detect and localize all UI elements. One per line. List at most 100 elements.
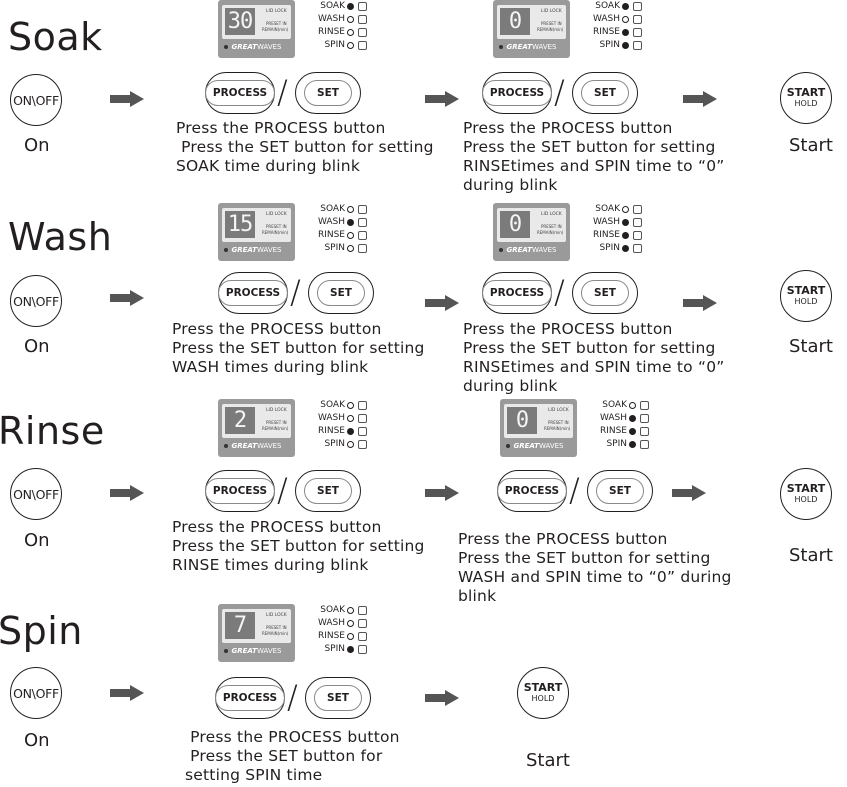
mode-name: RINSE	[592, 27, 620, 37]
hold-button-label: HOLD	[531, 694, 555, 703]
mode-icon	[633, 2, 642, 11]
mode-name: WASH	[317, 217, 345, 227]
right-arrow-icon-shape	[425, 485, 459, 501]
set-button[interactable]: SET	[572, 272, 638, 314]
remain-label: REMAIN(min)	[262, 230, 289, 235]
mode-name: SPIN	[324, 40, 345, 50]
mode-icon	[358, 2, 367, 11]
set-button-label: SET	[304, 478, 352, 504]
process-button[interactable]: PROCESS	[481, 272, 553, 314]
preset-label: PRESET IN	[266, 224, 287, 229]
mode-indicator-on	[622, 3, 629, 10]
start-button-label: START	[786, 284, 826, 297]
process-set-buttons: PROCESS/SET	[204, 72, 365, 114]
lcd-digits: 0	[500, 211, 530, 238]
hold-button-label: HOLD	[794, 297, 818, 306]
cycle-title: Spin	[0, 609, 83, 653]
start-label: Start	[789, 545, 833, 566]
process-button[interactable]: PROCESS	[217, 272, 289, 314]
process-set-buttons: PROCESS/SET	[204, 470, 365, 512]
right-arrow-icon	[425, 485, 459, 501]
mode-icon	[358, 15, 367, 24]
brand-light: WAVES	[256, 246, 282, 254]
mode-row: SOAK	[299, 604, 383, 617]
on-off-button[interactable]: ON\OFF	[10, 667, 62, 719]
mode-indicator-on	[622, 29, 629, 36]
instruction-line: Press the PROCESS button	[172, 320, 382, 338]
mode-indicator-on	[347, 428, 354, 435]
brand-light: WAVES	[531, 43, 557, 51]
instruction-line: Press the SET button for setting	[458, 549, 711, 567]
right-arrow-icon	[672, 485, 706, 501]
mode-icon	[358, 41, 367, 50]
mode-row: RINSE	[574, 229, 658, 242]
start-label: Start	[789, 336, 833, 357]
process-button[interactable]: PROCESS	[204, 72, 276, 114]
process-button[interactable]: PROCESS	[481, 72, 553, 114]
instruction-line: SOAK time during blink	[176, 157, 360, 175]
mode-row: SPIN	[299, 643, 383, 656]
set-button[interactable]: SET	[295, 72, 361, 114]
set-button-label: SET	[317, 280, 365, 306]
mode-row: WASH	[574, 216, 658, 229]
mode-icon	[640, 440, 649, 449]
set-button[interactable]: SET	[587, 470, 653, 512]
mode-indicator-off	[347, 29, 354, 36]
instruction-line: setting SPIN time	[185, 766, 323, 784]
mode-indicator-on	[347, 646, 354, 653]
indicator-dot	[224, 444, 228, 448]
slash-separator: /	[554, 273, 565, 311]
mode-icon	[640, 427, 649, 436]
set-button[interactable]: SET	[295, 470, 361, 512]
mode-name: SPIN	[324, 439, 345, 449]
mode-indicator-off	[347, 16, 354, 23]
process-button[interactable]: PROCESS	[214, 677, 286, 719]
on-label: On	[24, 530, 50, 551]
process-button[interactable]: PROCESS	[204, 470, 276, 512]
on-off-button[interactable]: ON\OFF	[10, 275, 62, 327]
mode-indicator-on	[622, 219, 629, 226]
brand-bold: GREAT	[231, 246, 257, 254]
preset-label: PRESET IN	[541, 224, 562, 229]
right-arrow-icon	[425, 91, 459, 107]
instruction-line: Press the SET button for setting	[463, 138, 716, 156]
set-button[interactable]: SET	[308, 272, 374, 314]
remain-label: REMAIN(min)	[262, 426, 289, 431]
mode-name: SPIN	[599, 40, 620, 50]
mode-name: WASH	[592, 14, 620, 24]
on-off-button[interactable]: ON\OFF	[10, 74, 62, 126]
process-button[interactable]: PROCESS	[496, 470, 568, 512]
mode-indicator-off	[622, 16, 629, 23]
mode-name: RINSE	[317, 631, 345, 641]
set-button[interactable]: SET	[305, 677, 371, 719]
mode-row: RINSE	[581, 425, 665, 438]
mode-row: SOAK	[574, 0, 658, 13]
brand-light: WAVES	[531, 246, 557, 254]
lid-lock-label: LID LOCK	[266, 613, 287, 618]
mode-name: RINSE	[317, 230, 345, 240]
on-off-button[interactable]: ON\OFF	[10, 468, 62, 520]
set-button-label: SET	[596, 478, 644, 504]
mode-indicator-on	[622, 42, 629, 49]
brand-logo: GREATWAVES	[222, 246, 291, 254]
right-arrow-icon	[110, 685, 144, 701]
mode-indicator-on	[347, 3, 354, 10]
process-set-buttons: PROCESS/SET	[217, 272, 378, 314]
mode-row: SPIN	[299, 242, 383, 255]
instruction-line: RINSEtimes and SPIN time to “0”	[463, 358, 725, 376]
mode-row: WASH	[299, 412, 383, 425]
right-arrow-icon-shape	[672, 485, 706, 501]
mode-indicator-off	[347, 607, 354, 614]
set-button[interactable]: SET	[572, 72, 638, 114]
